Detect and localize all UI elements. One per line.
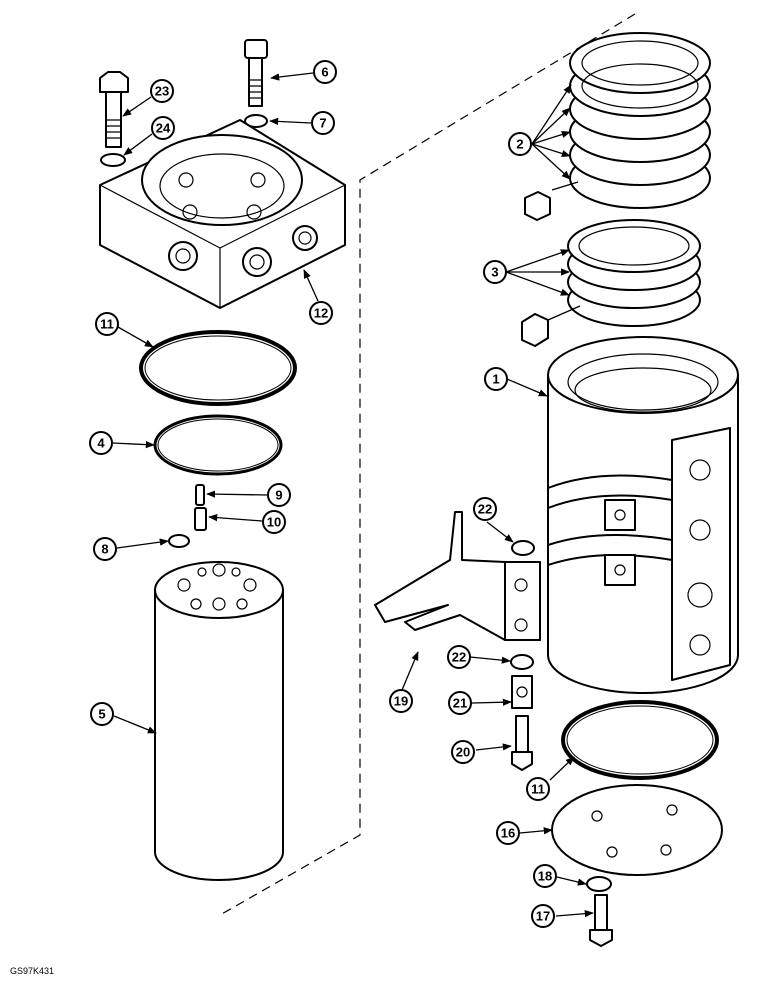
plate-16 <box>551 784 723 876</box>
callout-23: 23 <box>150 79 174 103</box>
housing-block-12 <box>99 119 346 309</box>
svg-text:18: 18 <box>538 869 552 884</box>
bracket-19 <box>374 511 541 641</box>
callout-6: 6 <box>313 60 337 84</box>
callout-16: 16 <box>496 821 520 845</box>
callout-3: 3 <box>483 260 507 284</box>
svg-text:9: 9 <box>275 488 282 503</box>
callout-4: 4 <box>89 431 113 455</box>
leader-lines <box>112 72 594 918</box>
svg-text:17: 17 <box>536 909 550 924</box>
sleeve-10 <box>194 507 207 531</box>
svg-text:7: 7 <box>319 116 326 131</box>
svg-text:4: 4 <box>97 436 105 451</box>
svg-text:19: 19 <box>394 694 408 709</box>
washer-22-upper <box>511 540 535 556</box>
callout-19: 19 <box>389 689 413 713</box>
callout-12: 12 <box>309 301 333 325</box>
bolt-17 <box>589 894 613 947</box>
callout-20: 20 <box>451 740 475 764</box>
cylinder-5 <box>154 561 284 881</box>
svg-text:11: 11 <box>100 317 114 332</box>
svg-text:12: 12 <box>314 306 328 321</box>
bolt-20 <box>511 715 533 771</box>
pin-9 <box>195 484 205 506</box>
body-1 <box>547 336 739 694</box>
callout-8: 8 <box>93 537 117 561</box>
callout-7: 7 <box>311 111 335 135</box>
o-ring-11-right <box>561 700 719 780</box>
washer-18 <box>586 876 612 892</box>
svg-text:21: 21 <box>453 696 467 711</box>
svg-text:10: 10 <box>267 515 281 530</box>
svg-text:2: 2 <box>516 137 523 152</box>
callout-22-lower: 22 <box>447 645 471 669</box>
svg-text:3: 3 <box>491 265 498 280</box>
svg-text:24: 24 <box>156 121 171 136</box>
svg-text:16: 16 <box>501 826 515 841</box>
ring-8 <box>168 534 190 548</box>
washer-22-lower <box>510 654 534 670</box>
svg-text:1: 1 <box>492 372 499 387</box>
svg-text:22: 22 <box>452 650 466 665</box>
svg-text:5: 5 <box>98 707 105 722</box>
washer-7 <box>244 114 268 128</box>
callout-21: 21 <box>448 691 472 715</box>
callout-24: 24 <box>151 116 175 140</box>
svg-text:8: 8 <box>101 542 108 557</box>
callout-1: 1 <box>484 367 508 391</box>
callout-18: 18 <box>533 864 557 888</box>
callout-9: 9 <box>267 483 291 507</box>
callout-2: 2 <box>508 132 532 156</box>
o-ring-11-left <box>139 330 297 406</box>
callout-11-right: 11 <box>526 777 550 801</box>
bolt-23 <box>99 71 129 148</box>
svg-text:22: 22 <box>478 502 492 517</box>
callout-5: 5 <box>90 702 114 726</box>
seal-stack-3 <box>521 219 701 347</box>
svg-text:23: 23 <box>155 84 169 99</box>
washer-24 <box>100 153 126 167</box>
svg-text:11: 11 <box>531 782 545 797</box>
assembly-guideline <box>219 13 636 916</box>
callout-11-left: 11 <box>95 312 119 336</box>
figure-code-label: GS97K431 <box>10 966 55 976</box>
o-ring-4 <box>153 414 283 476</box>
seal-stack-2 <box>524 32 711 221</box>
callout-17: 17 <box>531 904 555 928</box>
bolt-6 <box>244 39 268 107</box>
callout-10: 10 <box>262 510 286 534</box>
svg-text:6: 6 <box>321 65 328 80</box>
spacer-21 <box>511 675 533 709</box>
callout-22-upper: 22 <box>473 497 497 521</box>
svg-text:20: 20 <box>456 745 470 760</box>
